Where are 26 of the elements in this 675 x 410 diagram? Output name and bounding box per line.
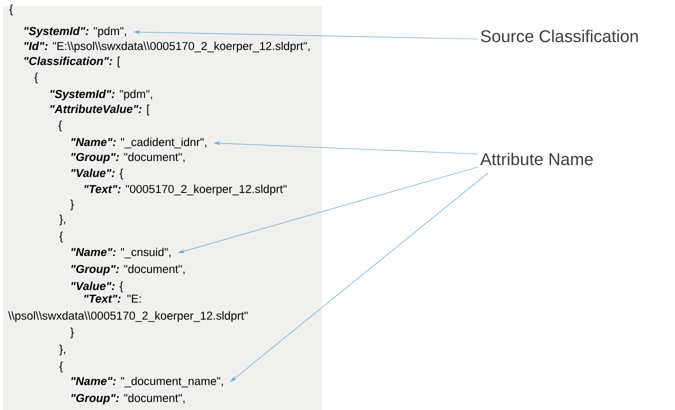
code-line: } <box>70 328 74 338</box>
code-line: "Text": "0005170_2_koerper_12.sldprt" <box>84 184 286 196</box>
code-line: "Name": "_cnsuid", <box>71 248 170 258</box>
code-line: { <box>34 72 38 84</box>
code-line: "Text": "E: \\psol\\swxdata\\0005170_2_koerper_12.sldprt" <box>8 294 248 322</box>
code-line: { <box>58 120 62 132</box>
callout-label: Source Classification <box>480 30 638 42</box>
code-line: "SystemId": "pdm", <box>24 26 126 38</box>
code-line: "Group": "document", <box>71 264 185 276</box>
code-line: "Group": "document", <box>71 152 185 164</box>
code-line: "Classification": [ <box>24 56 120 68</box>
code-line: { <box>59 362 63 372</box>
code-line: "Name": "_cadident_idnr", <box>71 138 206 148</box>
code-line: { <box>59 232 63 242</box>
code-line: "Group": "document", <box>71 394 185 404</box>
code-line: "Name": "_document_name", <box>71 376 223 388</box>
code-line: "Value": { <box>71 168 124 180</box>
code-line: "SystemId": "pdm", <box>50 90 152 100</box>
code-line: }, <box>59 214 66 226</box>
code-line: "Value": { <box>71 282 124 292</box>
code-line: { <box>9 4 13 16</box>
callout-label: Attribute Name <box>480 152 593 166</box>
code-line: "AttributeValue": [ <box>50 104 150 116</box>
code-line: } <box>70 200 74 210</box>
code-line: "Id": "E:\\psol\\swxdata\\0005170_2_koerper_12.sldprt", <box>24 42 310 52</box>
code-line: }, <box>59 344 66 356</box>
